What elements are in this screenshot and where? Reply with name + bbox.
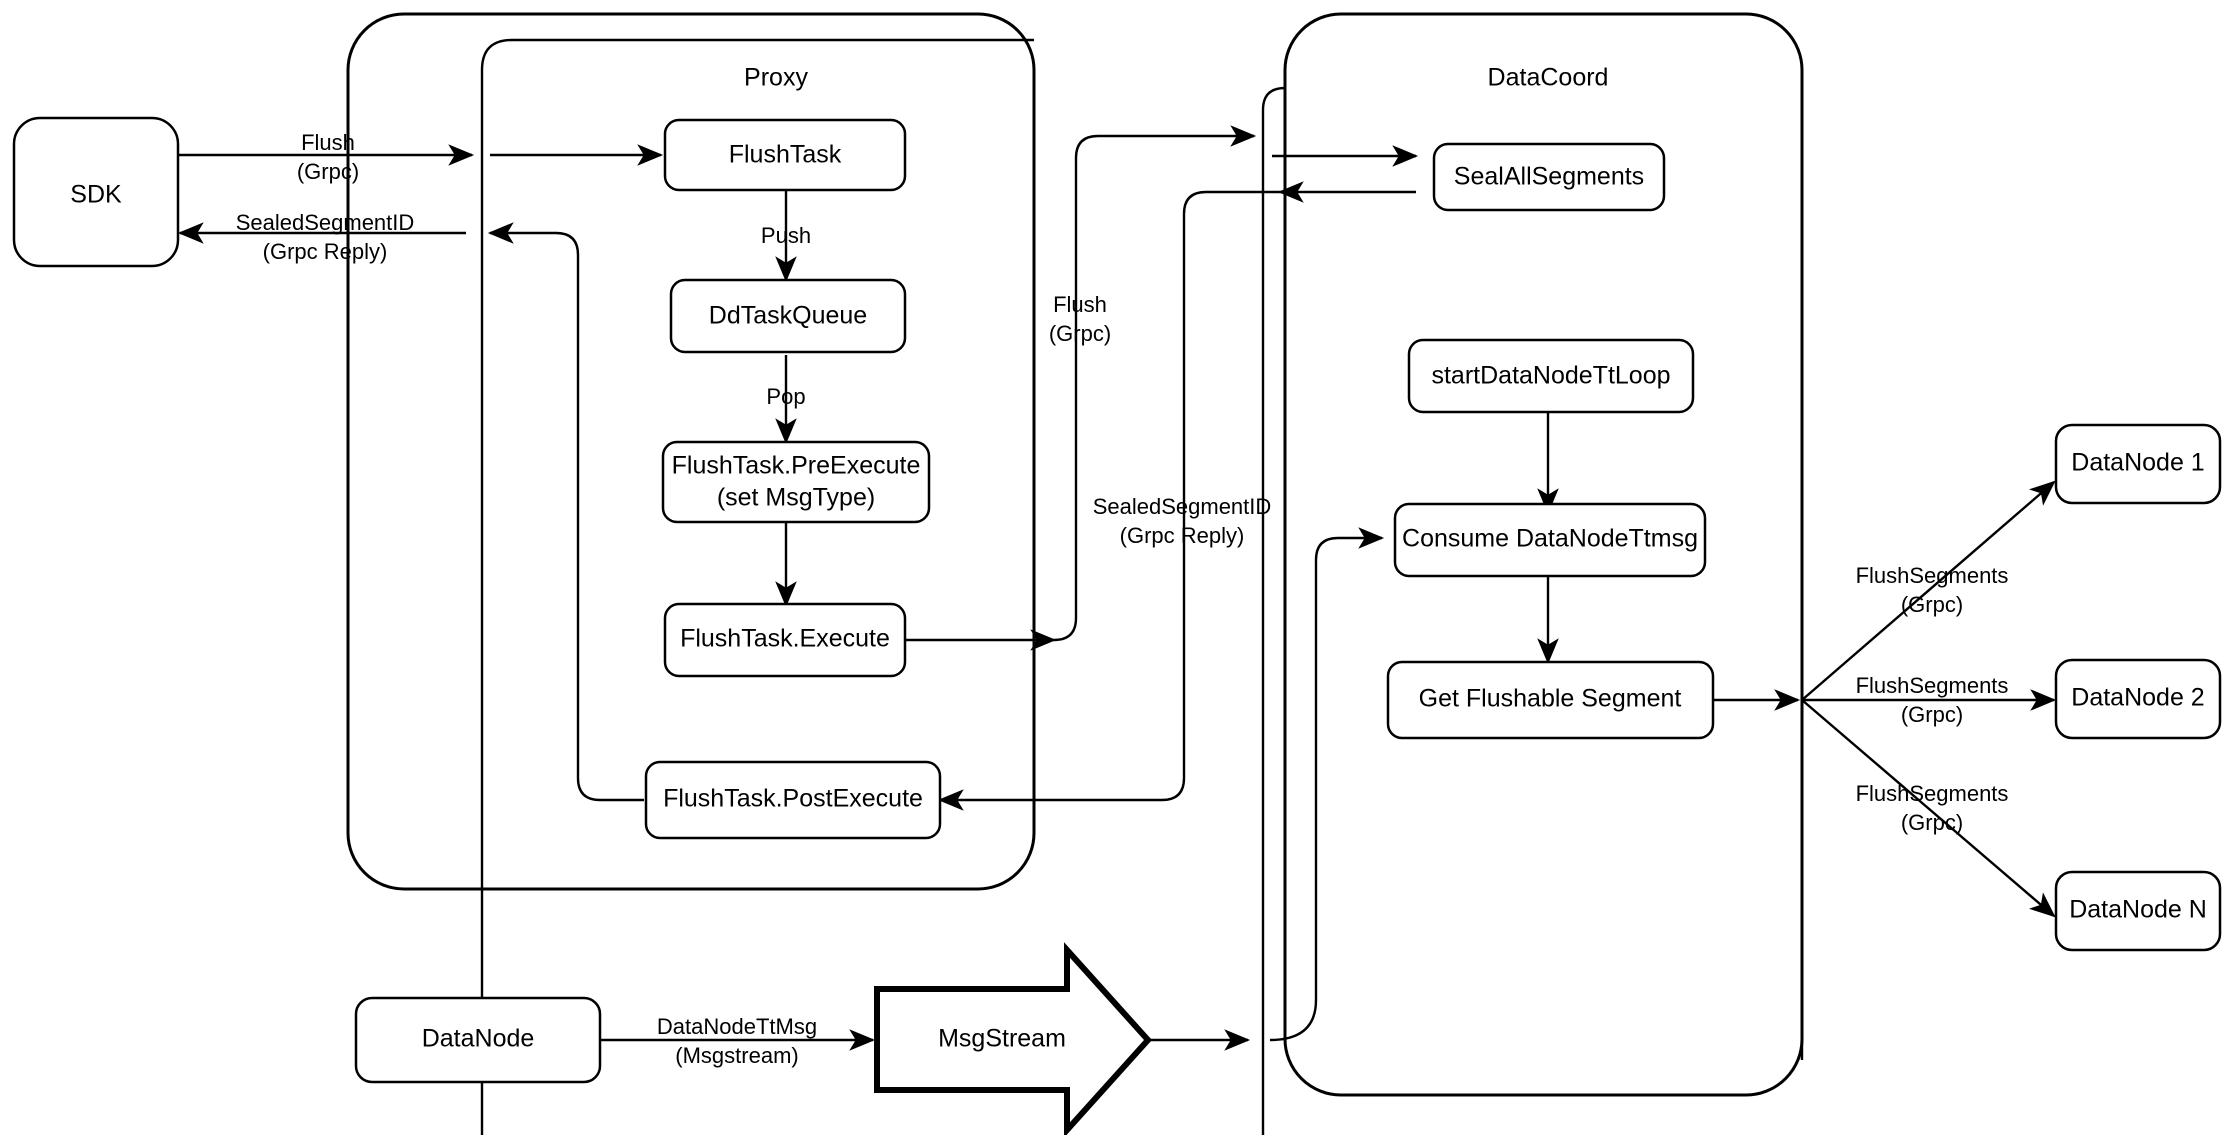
edge-label-push: Push [761, 223, 811, 248]
node-sealallsegments-label: SealAllSegments [1454, 163, 1644, 191]
edge-label-flushseg1-line1: FlushSegments [1856, 563, 2009, 588]
edge-label-proxy-to-sdk: SealedSegmentID (Grpc Reply) [236, 210, 415, 264]
edge-label-sealedsegmentid-line2: (Grpc Reply) [263, 239, 388, 264]
node-sdk-label: SDK [70, 181, 122, 209]
edge-junction-to-datanode1 [1801, 480, 2056, 701]
edge-flush-grpc-to-datacoord [1053, 125, 1257, 642]
edge-label-reply-line2: (Grpc Reply) [1120, 523, 1245, 548]
container-proxy-label: Proxy [744, 64, 808, 92]
edge-postexecute-to-sdk-reply [487, 222, 644, 802]
edge-label-sealedsegmentid-line1: SealedSegmentID [236, 210, 415, 235]
edge-label-flush-line1: Flush [301, 130, 355, 155]
node-startdatanodettloop-label: startDataNodeTtLoop [1431, 362, 1670, 390]
node-flushtask-execute[interactable]: FlushTask.Execute [663, 602, 907, 678]
edge-label-flushsegn-line1: FlushSegments [1856, 781, 2009, 806]
node-startdatanodettloop[interactable]: startDataNodeTtLoop [1407, 338, 1695, 414]
edge-label-ttmsg-line2: (Msgstream) [675, 1043, 798, 1068]
edge-datacoord-ttmsg-to-consume [1269, 527, 1385, 1042]
edge-label-sdk-to-proxy: Flush (Grpc) [297, 130, 359, 184]
edge-junction-to-datanoden [1801, 699, 2056, 918]
edge-label-flushsegments-2: FlushSegments (Grpc) [1856, 673, 2009, 727]
node-datanode-producer-label: DataNode [422, 1025, 535, 1053]
edge-label-flushsegments-1: FlushSegments (Grpc) [1856, 563, 2009, 617]
edge-label-flushseg2-line1: FlushSegments [1856, 673, 2009, 698]
node-postexecute-label: FlushTask.PostExecute [663, 785, 923, 813]
container-datacoord-label: DataCoord [1488, 64, 1609, 92]
edge-label-flush-coord-line1: Flush [1053, 292, 1107, 317]
edge-sealedsegmentid-reply-to-postexecute [937, 190, 1280, 811]
node-flushtask-postexecute[interactable]: FlushTask.PostExecute [644, 760, 942, 840]
edge-label-flushsegments-n: FlushSegments (Grpc) [1856, 781, 2009, 835]
edge-datacoord-left-spine-top [1261, 86, 1286, 111]
node-consume-datanodettmsg[interactable]: Consume DataNodeTtmsg [1393, 502, 1707, 578]
node-consume-label: Consume DataNodeTtmsg [1402, 525, 1698, 553]
node-datanode-1[interactable]: DataNode 1 [2054, 423, 2222, 505]
node-ddtaskqueue[interactable]: DdTaskQueue [669, 278, 907, 354]
node-flushtask[interactable]: FlushTask [663, 118, 907, 192]
node-datanode-producer[interactable]: DataNode [354, 996, 602, 1084]
edge-label-flush-grpc-coord: Flush (Grpc) [1049, 292, 1111, 346]
node-flushtask-label: FlushTask [729, 141, 842, 169]
node-get-flushable-segment[interactable]: Get Flushable Segment [1386, 660, 1715, 740]
edge-label-ttmsg-line1: DataNodeTtMsg [657, 1014, 817, 1039]
node-flushtask-preexecute[interactable]: FlushTask.PreExecute (set MsgType) [661, 440, 931, 524]
edge-proxy-left-spine-top [480, 38, 1034, 71]
node-datanoden-label: DataNode N [2069, 896, 2207, 924]
edge-label-pop: Pop [766, 384, 805, 409]
node-datanode-2[interactable]: DataNode 2 [2054, 658, 2222, 740]
node-execute-label: FlushTask.Execute [680, 625, 890, 653]
edge-label-flush-coord-line2: (Grpc) [1049, 321, 1111, 346]
node-preexecute-label-line1: FlushTask.PreExecute [672, 452, 921, 480]
edge-label-datanodettmsg: DataNodeTtMsg (Msgstream) [657, 1014, 817, 1068]
node-sealallsegments[interactable]: SealAllSegments [1432, 142, 1666, 212]
edge-label-flush-line2: (Grpc) [297, 159, 359, 184]
node-msgstream-label: MsgStream [938, 1025, 1066, 1053]
edge-label-reply-line1: SealedSegmentID [1093, 494, 1272, 519]
node-preexecute-label-line2: (set MsgType) [717, 484, 875, 512]
node-datanode1-label: DataNode 1 [2071, 449, 2204, 477]
edge-label-flushseg1-line2: (Grpc) [1901, 592, 1963, 617]
node-ddtaskqueue-label: DdTaskQueue [709, 302, 867, 330]
node-getflushable-label: Get Flushable Segment [1419, 685, 1682, 713]
node-datanode-n[interactable]: DataNode N [2054, 870, 2222, 952]
edge-label-sealedsegmentid-reply: SealedSegmentID (Grpc Reply) [1093, 494, 1272, 548]
edge-label-flushseg2-line2: (Grpc) [1901, 702, 1963, 727]
node-datanode2-label: DataNode 2 [2071, 684, 2204, 712]
edge-label-flushsegn-line2: (Grpc) [1901, 810, 1963, 835]
node-msgstream[interactable]: MsgStream [874, 942, 1153, 1135]
node-sdk[interactable]: SDK [12, 116, 180, 268]
